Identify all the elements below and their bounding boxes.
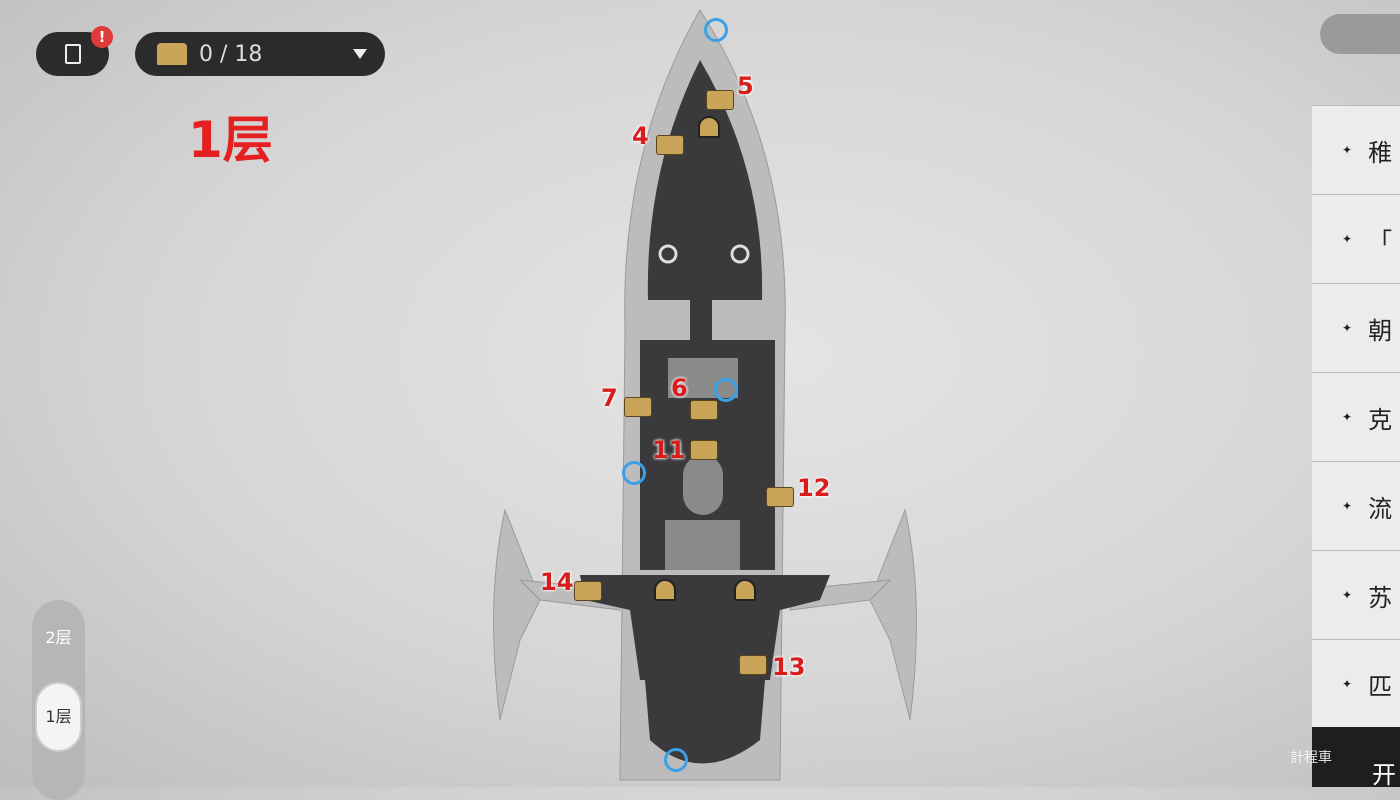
bell-icon[interactable] bbox=[698, 116, 720, 138]
star-icon: ✦ bbox=[1342, 143, 1353, 157]
chest-marker[interactable] bbox=[706, 90, 734, 110]
chest-marker[interactable] bbox=[739, 655, 767, 675]
teleport-icon[interactable] bbox=[714, 378, 738, 402]
bell-icon[interactable] bbox=[654, 579, 676, 601]
map-location-list[interactable]: ✦稚 ✦「 ✦朝 ✦克 ✦流 ✦苏 ✦匹 bbox=[1312, 105, 1400, 787]
chest-marker[interactable] bbox=[766, 487, 794, 507]
star-icon: ✦ bbox=[1342, 499, 1353, 513]
chest-counter-dropdown[interactable]: 0 / 18 bbox=[135, 32, 385, 76]
teleport-icon[interactable] bbox=[664, 748, 688, 772]
watermark: 計程車 bbox=[1290, 750, 1332, 766]
star-icon: ✦ bbox=[1342, 677, 1353, 691]
chest-number: 12 bbox=[797, 474, 831, 502]
chest-number: 7 bbox=[601, 384, 618, 412]
chest-number: 6 bbox=[671, 374, 688, 402]
clipboard-icon bbox=[64, 44, 81, 64]
teleport-icon[interactable] bbox=[704, 18, 728, 42]
chest-number: 11 bbox=[652, 436, 686, 464]
chest-number: 5 bbox=[737, 72, 754, 100]
dropdown-arrow-icon bbox=[353, 49, 367, 59]
chest-number: 4 bbox=[632, 122, 649, 150]
aft-deck bbox=[580, 575, 830, 680]
bell-icon[interactable] bbox=[734, 579, 756, 601]
chest-marker[interactable] bbox=[574, 581, 602, 601]
left-wing bbox=[493, 508, 541, 721]
location-item[interactable]: ✦苏 bbox=[1312, 550, 1400, 639]
floor-1-button[interactable]: 1层 bbox=[35, 682, 82, 752]
location-item[interactable]: ✦朝 bbox=[1312, 283, 1400, 372]
star-icon: ✦ bbox=[1342, 232, 1353, 246]
floor-title: 1层 bbox=[188, 111, 273, 169]
location-item[interactable]: ✦稚 bbox=[1312, 105, 1400, 194]
right-wing bbox=[869, 508, 917, 721]
notification-badge: ! bbox=[91, 26, 113, 48]
action-button[interactable]: 开 bbox=[1312, 727, 1400, 787]
star-icon: ✦ bbox=[1342, 588, 1353, 602]
teleport-icon[interactable] bbox=[622, 461, 646, 485]
bow-deck bbox=[647, 60, 763, 300]
chest-marker[interactable] bbox=[690, 440, 718, 460]
chest-marker[interactable] bbox=[624, 397, 652, 417]
location-item[interactable]: ✦「 bbox=[1312, 194, 1400, 283]
location-item[interactable]: ✦匹 bbox=[1312, 639, 1400, 728]
chest-count: 0 / 18 bbox=[199, 41, 263, 67]
chest-marker[interactable] bbox=[656, 135, 684, 155]
chest-number: 14 bbox=[540, 568, 574, 596]
star-icon: ✦ bbox=[1342, 321, 1353, 335]
star-icon: ✦ bbox=[1342, 410, 1353, 424]
location-item[interactable]: ✦克 bbox=[1312, 372, 1400, 461]
chest-icon bbox=[157, 43, 187, 65]
chest-marker[interactable] bbox=[690, 400, 718, 420]
location-item[interactable]: ✦流 bbox=[1312, 461, 1400, 550]
floor-2-button[interactable]: 2层 bbox=[45, 628, 72, 647]
chest-number: 13 bbox=[772, 653, 806, 681]
panel-header bbox=[1320, 14, 1400, 54]
floor-selector: 2层 1层 bbox=[32, 600, 85, 800]
